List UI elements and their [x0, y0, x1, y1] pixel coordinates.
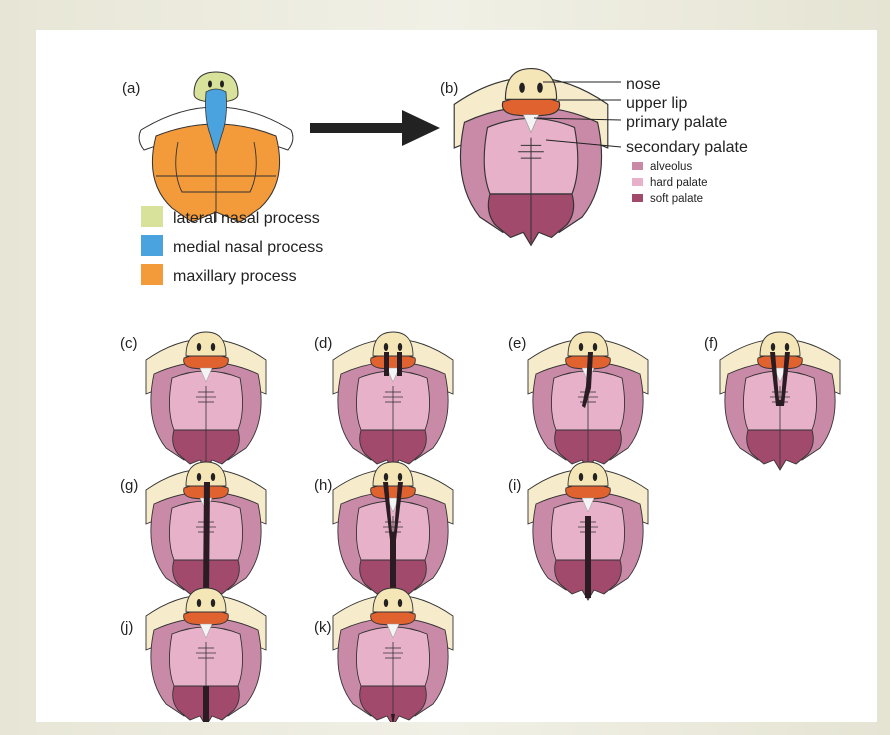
medial-nasal-swatch: [141, 235, 163, 256]
nose-label: nose: [626, 76, 661, 93]
lateral-nasal-swatch: [141, 206, 163, 227]
panel-j-palate: [146, 588, 266, 722]
panel-c-palate: [146, 332, 266, 470]
lateral-nasal-label: lateral nasal process: [173, 210, 320, 227]
panel-h-label: (h): [314, 477, 332, 494]
panel-c-label: (c): [120, 335, 138, 352]
panel-e-label: (e): [508, 335, 526, 352]
soft-palate-swatch: [632, 194, 643, 202]
cleft-lip-palate-diagram: (a) lateral nasal process medial nasal p…: [36, 30, 877, 722]
panel-g-palate: [146, 462, 266, 600]
hard-palate-label: hard palate: [650, 177, 708, 189]
panel-e-palate: [528, 332, 648, 470]
upper-lip-label: upper lip: [626, 95, 687, 112]
panel-d-label: (d): [314, 335, 332, 352]
panel-k-palate: [333, 588, 453, 722]
panel-a-processes: [139, 72, 293, 222]
panel-f-palate: [720, 332, 840, 470]
hard-palate-swatch: [632, 178, 643, 186]
panel-g-label: (g): [120, 477, 138, 494]
panel-b-palate: [454, 69, 608, 246]
alveolus-label: alveolus: [650, 161, 692, 173]
maxillary-label: maxillary process: [173, 268, 297, 285]
panel-a-label: (a): [122, 80, 140, 97]
panel-i-label: (i): [508, 477, 521, 494]
panel-i-palate: [528, 462, 648, 600]
panel-k-label: (k): [314, 619, 332, 636]
secondary-palate-label: secondary palate: [626, 139, 748, 156]
panel-f-label: (f): [704, 335, 718, 352]
primary-palate-label: primary palate: [626, 114, 727, 131]
soft-palate-label: soft palate: [650, 193, 703, 205]
palate-key: alveolus hard palate soft palate: [632, 161, 708, 205]
panel-j-label: (j): [120, 619, 133, 636]
panel-h-palate: [333, 462, 453, 600]
process-legend: lateral nasal process medial nasal proce…: [141, 206, 323, 285]
progression-arrow: [310, 110, 440, 146]
panel-d-palate: [333, 332, 453, 470]
figure-frame: (a) lateral nasal process medial nasal p…: [36, 30, 877, 722]
panel-b-label: (b): [440, 80, 458, 97]
alveolus-swatch: [632, 162, 643, 170]
maxillary-swatch: [141, 264, 163, 285]
medial-nasal-label: medial nasal process: [173, 239, 323, 256]
